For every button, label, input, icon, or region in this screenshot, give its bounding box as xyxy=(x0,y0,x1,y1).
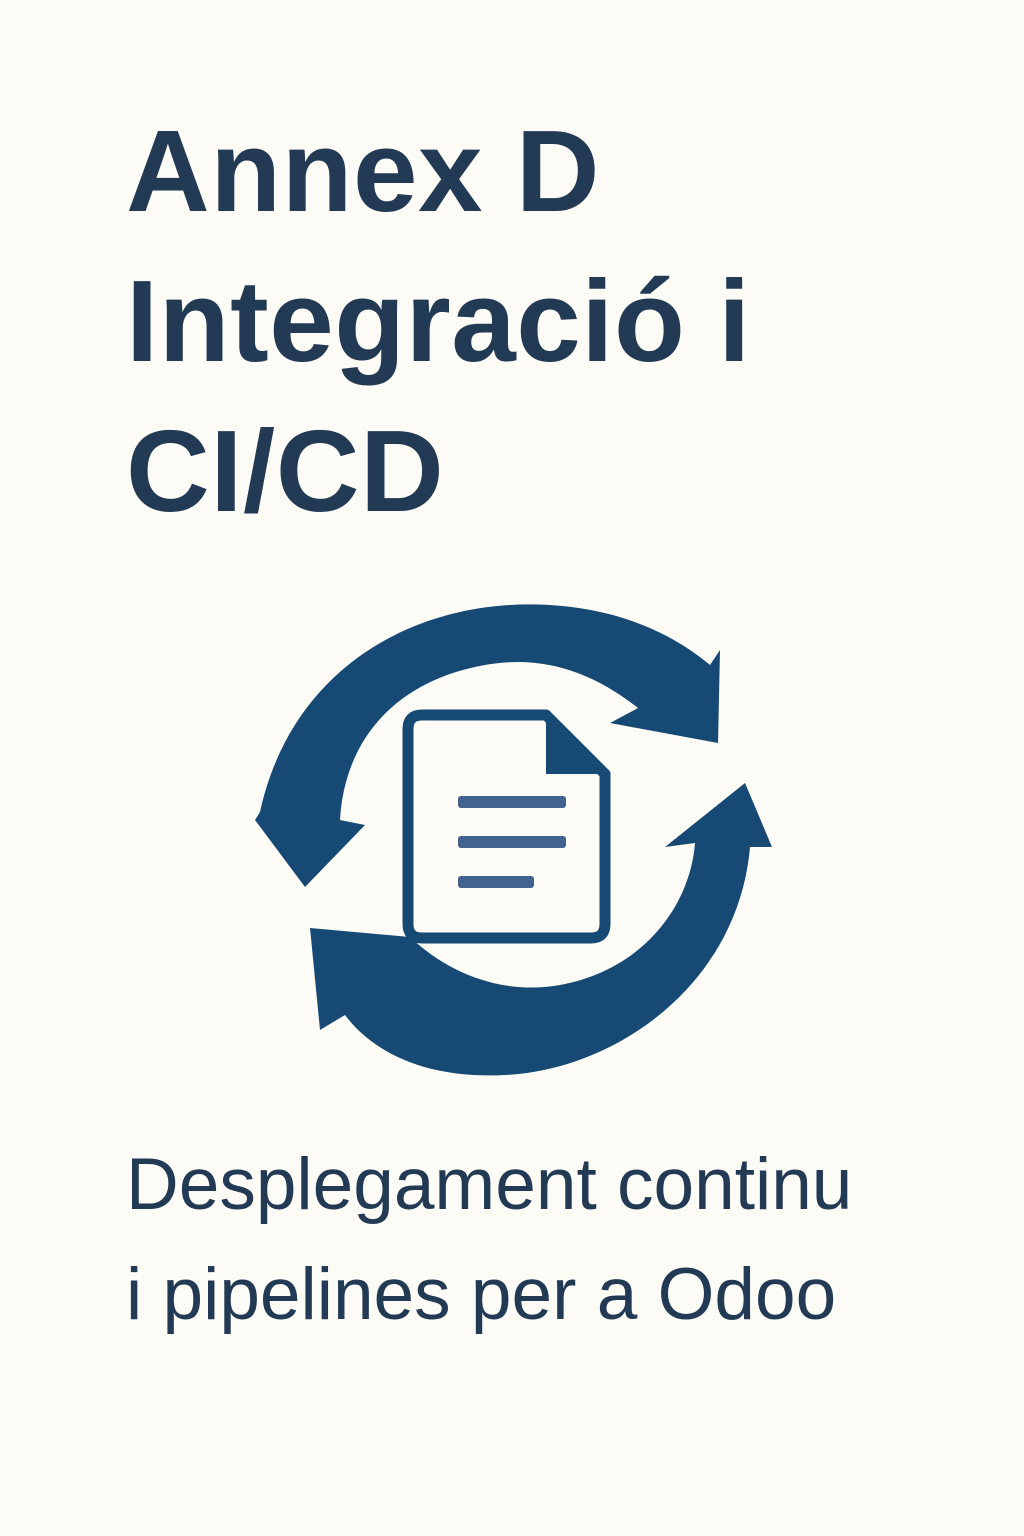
upper-sync-arrow-icon xyxy=(255,604,720,887)
lower-sync-arrow-icon xyxy=(310,783,772,1076)
sync-document-icon xyxy=(250,585,780,1085)
document-line-1 xyxy=(458,796,566,808)
document-icon xyxy=(402,709,611,944)
title-line-1: Annex D xyxy=(126,106,601,236)
title-line-3: CI/CD xyxy=(126,406,445,536)
subtitle-line-2: i pipelines per a Odoo xyxy=(126,1254,837,1335)
title-line-2: Integració i xyxy=(126,256,751,386)
document-line-3 xyxy=(458,876,534,888)
document-subtitle: Desplegament continu i pipelines per a O… xyxy=(126,1130,1006,1350)
subtitle-line-1: Desplegament continu xyxy=(126,1144,853,1225)
document-line-2 xyxy=(458,836,566,848)
document-title: Annex D Integració i CI/CD xyxy=(126,96,986,546)
